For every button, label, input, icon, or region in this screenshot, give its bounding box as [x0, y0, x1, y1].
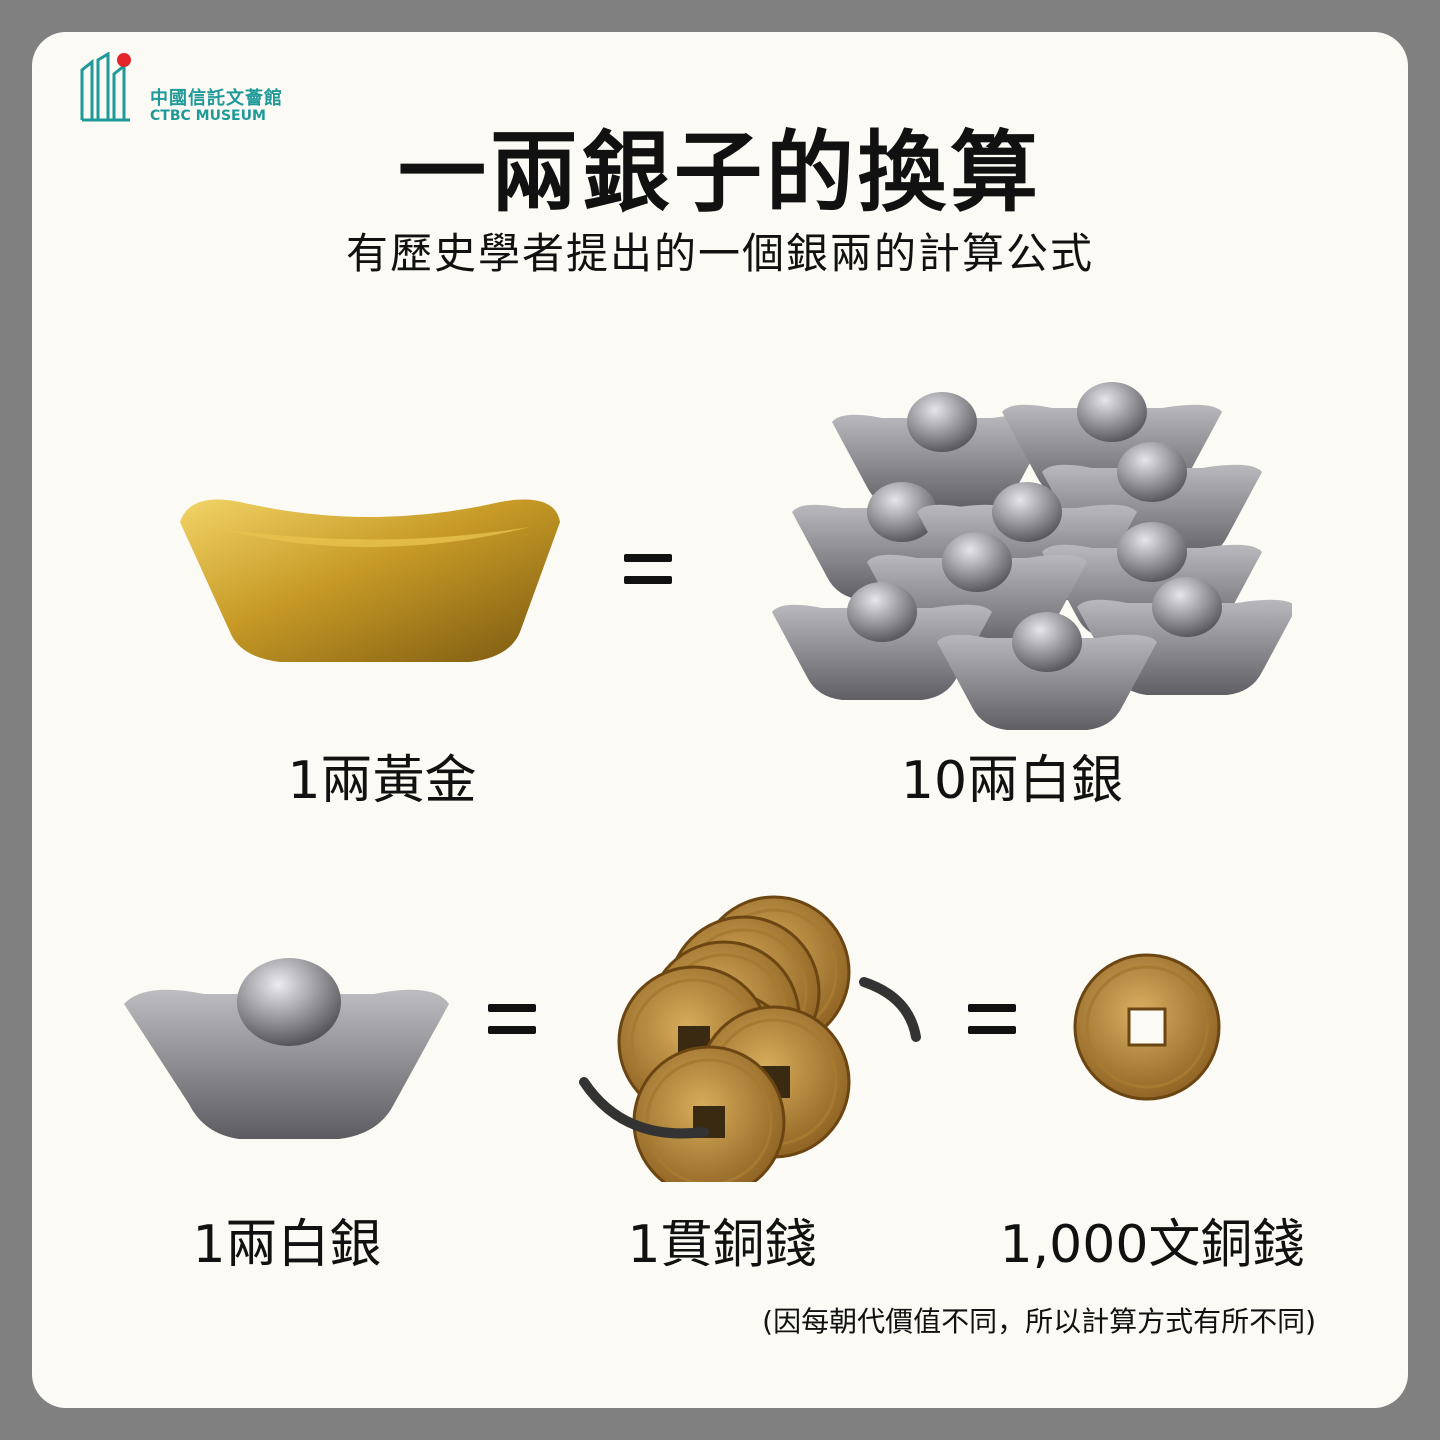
museum-logo-icon [80, 52, 131, 122]
copper-coin-icon [1073, 953, 1221, 1101]
infographic-card: 中國信託文薈館 CTBC MUSEUM 一兩銀子的換算 有歷史學者提出的一個銀兩… [32, 32, 1408, 1408]
silver-one-label: 1兩白銀 [192, 1215, 382, 1275]
silver-ingot-stack [772, 382, 1292, 730]
silver-ingot-icon [124, 958, 449, 1139]
brand-name-zh: 中國信託文薈館 [150, 88, 283, 109]
brand-logo: 中國信託文薈館 CTBC MUSEUM [78, 52, 318, 132]
coin-string-label: 1貫銅錢 [627, 1215, 817, 1275]
silver-ten-label: 10兩白銀 [900, 751, 1124, 811]
equals-icon [624, 554, 672, 584]
page-subtitle: 有歷史學者提出的一個銀兩的計算公式 [345, 229, 1094, 278]
gold-label: 1兩黃金 [287, 751, 477, 811]
copper-coin-string-icon [579, 895, 921, 1182]
brand-name-en: CTBC MUSEUM [150, 108, 266, 124]
gold-ingot-icon [180, 499, 560, 662]
equals-icon [968, 1004, 1016, 1034]
equals-icon [488, 1004, 536, 1034]
page-title: 一兩銀子的換算 [397, 121, 1042, 224]
footnote: (因每朝代價值不同，所以計算方式有所不同) [762, 1305, 1316, 1338]
thousand-coins-label: 1,000文銅錢 [999, 1215, 1305, 1275]
